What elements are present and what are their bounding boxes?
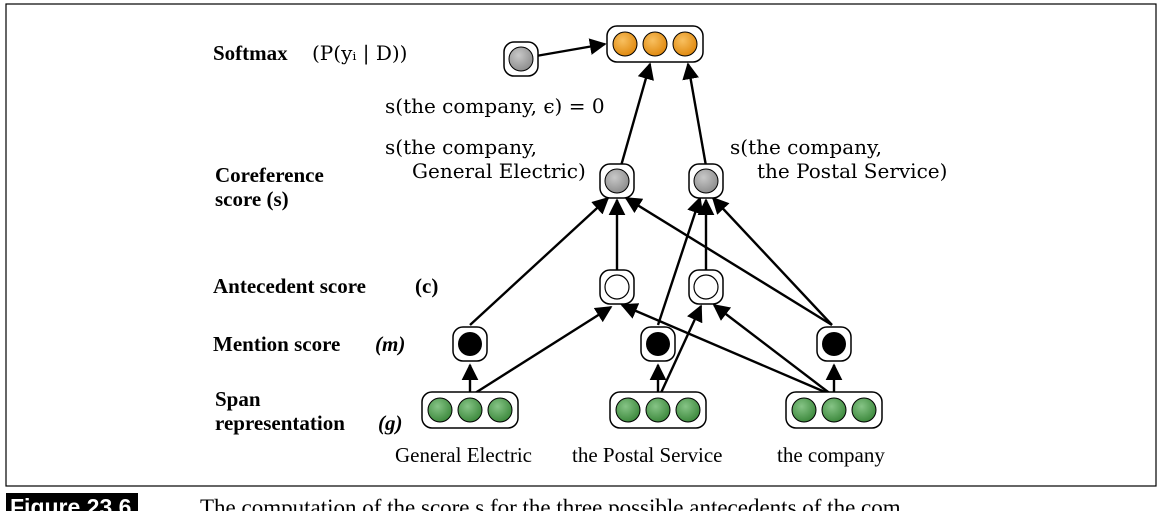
arrow-span2-ant2 [658,304,703,396]
softmax-node [606,25,704,63]
arrow-span3-ant2 [712,303,833,396]
softmax-label: Softmax [213,41,288,65]
span-text-2: the Postal Service [572,443,722,467]
mention-var: (m) [375,332,405,356]
coref-label-line2: score (s) [215,187,289,211]
arrow-mention3-coref1 [624,196,833,327]
arrow-mention3-coref2 [711,196,833,326]
score-ps-line2: the Postal Service) [757,159,947,183]
antecedent-var: (c) [415,274,438,298]
softmax-math: (P(yᵢ | D)) [312,41,407,66]
antecedent-node-1 [599,269,635,305]
epsilon-score-label: s(the company, ϵ) = 0 [385,94,605,118]
arrow-coref1-softmax [619,62,654,167]
span-text-1: General Electric [395,443,532,467]
epsilon-node [503,41,539,77]
score-ge-line2: General Electric) [412,159,586,183]
arrow-span3-ant1 [620,303,833,397]
span-node-2 [609,391,707,429]
arrow-mention1-coref1 [469,196,610,326]
arrow-coref2-softmax [682,62,708,167]
antecedent-label: Antecedent score [213,274,366,298]
span-label-line2: representation [215,411,345,435]
span-text-3: the company [777,443,885,467]
score-ge-line1: s(the company, [385,135,537,159]
coref-node-2 [688,163,724,199]
arrow-span1-ant1 [471,305,613,397]
span-node-1 [421,391,519,429]
antecedent-node-2 [688,269,724,305]
span-var: (g) [378,411,403,435]
arrow-epsilon-softmax [535,38,607,58]
coref-node-1 [599,163,635,199]
score-ps-line1: s(the company, [730,135,882,159]
mention-label: Mention score [213,332,340,356]
span-label-line1: Span [215,387,261,411]
figure-frame [5,3,1157,487]
mention-node-1 [452,326,488,362]
coref-label-line1: Coreference [215,163,324,187]
caption-text: The computation of the score s for the t… [200,495,901,511]
mention-node-3 [816,326,852,362]
caption-tag-bg [6,493,138,511]
mention-node-2 [640,326,676,362]
caption-tag: Figure 23.6 [10,494,131,511]
arrows [461,38,843,397]
arrow-mention2-coref2 [656,196,704,326]
span-node-3 [785,391,883,429]
